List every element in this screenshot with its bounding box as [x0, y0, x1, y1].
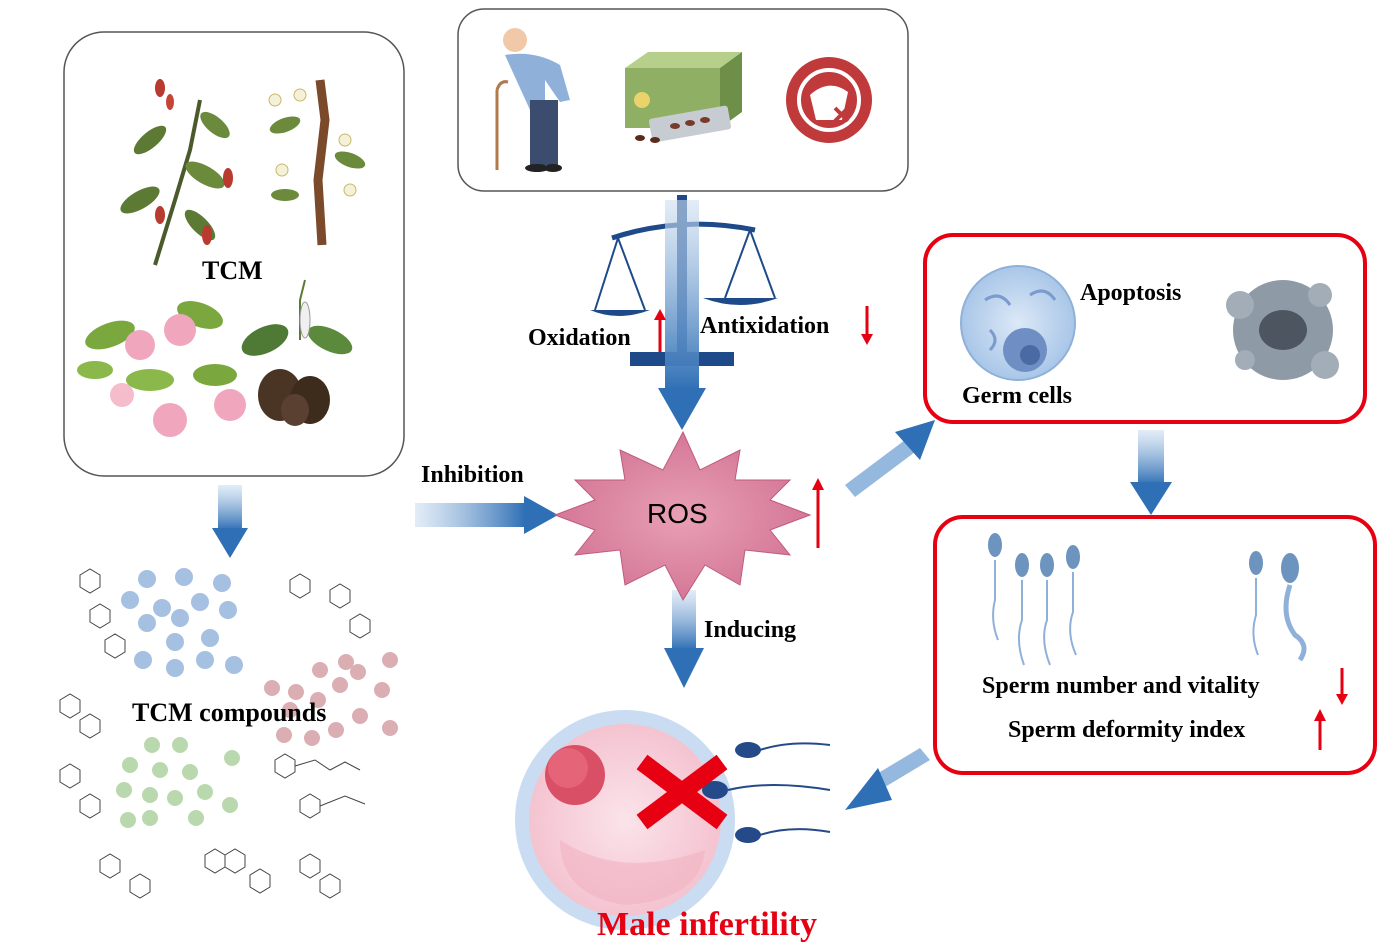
- antioxidation-down-arrow: [861, 306, 873, 345]
- apoptosis-label: Apoptosis: [1080, 280, 1182, 306]
- deformity-up-arrow: [1314, 709, 1326, 750]
- germ-cell-icon: [960, 265, 1076, 381]
- tcm-compound-dots: [116, 568, 398, 828]
- sperm-deformity-label: Sperm deformity index: [1008, 717, 1246, 743]
- arrow-inhibition: [415, 496, 558, 534]
- sperm-number-down-arrow: [1336, 668, 1348, 705]
- arrow-sperm-to-infertility: [845, 748, 930, 810]
- male-infertility-label: Male infertility: [597, 906, 817, 943]
- raspberry-plant-illustration: [77, 301, 246, 437]
- ros-burst: [553, 430, 812, 602]
- blocked-x-icon: [636, 754, 728, 830]
- flowering-branch-illustration: [268, 79, 366, 246]
- arrow-tcm-to-compounds: [212, 485, 248, 558]
- egg-cell-icon: [515, 710, 735, 930]
- oxidation-up-arrow: [654, 309, 666, 352]
- root-herb-illustration: [241, 279, 353, 426]
- arrow-germ-to-sperm: [1130, 430, 1172, 515]
- arrow-ros-to-infertility: [664, 590, 704, 688]
- sperm-icon: [702, 742, 831, 843]
- sperm-box: [933, 515, 1377, 775]
- antioxidation-label: Antixidation: [700, 313, 830, 339]
- tcm-compounds-label: TCM compounds: [132, 698, 327, 727]
- tcm-label: TCM: [202, 256, 263, 285]
- apoptotic-cell-icon: [1226, 280, 1339, 380]
- risk-factors-box: [457, 8, 909, 192]
- elderly-man-icon: [495, 28, 570, 172]
- deformed-sperm-group: [1249, 551, 1307, 662]
- germ-cells-label: Germ cells: [962, 383, 1072, 409]
- tcm-box: [63, 31, 405, 477]
- ros-label: ROS: [647, 498, 708, 529]
- inducing-label: Inducing: [704, 617, 797, 643]
- oxidation-label: Oxidation: [528, 325, 631, 351]
- goji-plant-illustration: [120, 79, 233, 266]
- germ-cells-box: [923, 233, 1367, 424]
- normal-sperm-group: [988, 533, 1080, 666]
- sperm-number-label: Sperm number and vitality: [982, 673, 1260, 699]
- medicine-pack-icon: [625, 52, 742, 143]
- chemical-structures: [59, 568, 371, 899]
- inhibition-label: Inhibition: [421, 462, 524, 488]
- arrow-scale-to-ros: [658, 200, 706, 430]
- no-smoking-icon: [786, 57, 872, 143]
- ros-up-arrow: [812, 478, 824, 548]
- arrow-ros-to-germ-cells: [845, 420, 935, 497]
